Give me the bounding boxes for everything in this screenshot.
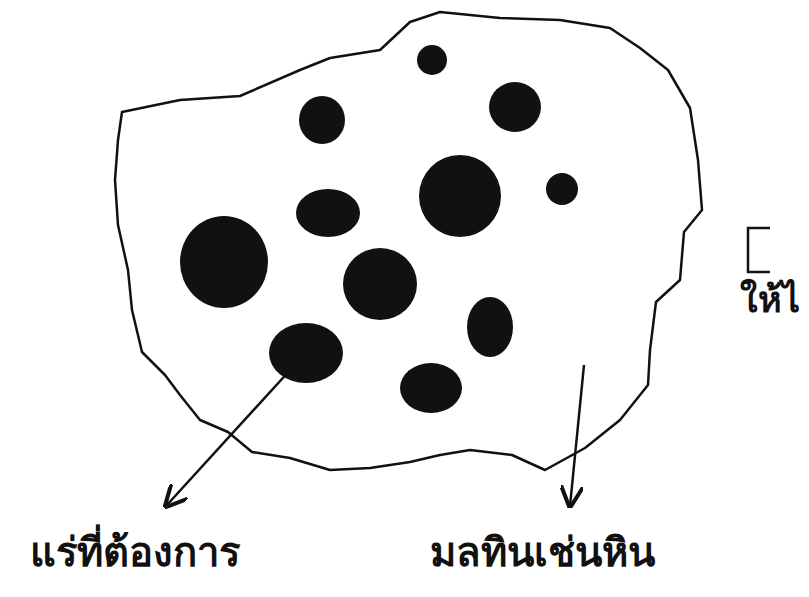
bracket-fragment bbox=[748, 228, 770, 272]
leader-arrow bbox=[166, 368, 292, 506]
leader-arrow bbox=[570, 365, 584, 506]
cut-off-text: ให้ไ bbox=[740, 278, 800, 321]
impurity-label: มลทินเช่นหิน bbox=[430, 528, 655, 576]
rock-outline bbox=[115, 12, 702, 470]
ore-label: แร่ที่ต้องการ bbox=[30, 528, 240, 576]
ore-grains bbox=[180, 45, 578, 413]
